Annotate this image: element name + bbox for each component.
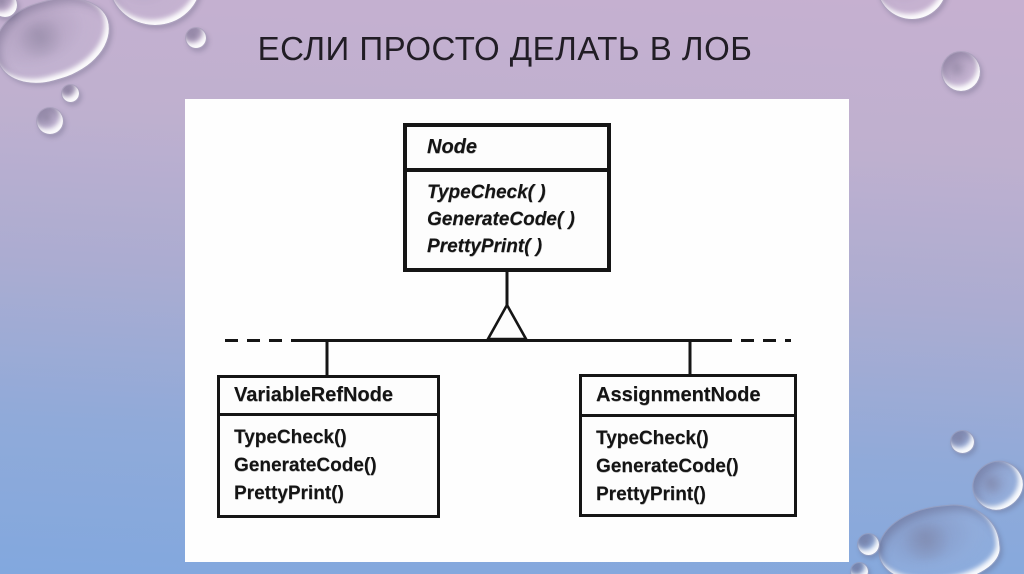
class-name: Node [407,127,607,172]
method-item: TypeCheck() [596,428,709,449]
method-item: PrettyPrint( ) [427,236,543,257]
class-name: AssignmentNode [582,377,794,417]
class-box-node: Node TypeCheck( ) GenerateCode( ) Pretty… [403,123,611,272]
method-item: TypeCheck() [234,427,347,448]
class-box-variablerefnode: VariableRefNode TypeCheck() GenerateCode… [217,375,440,518]
method-item: TypeCheck( ) [427,182,546,203]
bubble-decoration [108,0,202,26]
slide-title: ЕСЛИ ПРОСТО ДЕЛАТЬ В ЛОБ [257,30,753,67]
bubble-decoration [950,430,975,454]
inheritance-connector [225,271,791,377]
method-item: GenerateCode() [596,456,739,477]
bubble-decoration [857,533,880,556]
class-name: VariableRefNode [220,378,437,416]
method-item: PrettyPrint() [234,483,344,504]
content-panel: Node TypeCheck( ) GenerateCode( ) Pretty… [185,99,849,562]
bubble-decoration [185,27,207,49]
method-item: GenerateCode( ) [427,209,575,230]
method-item: PrettyPrint() [596,484,706,505]
class-box-assignmentnode: AssignmentNode TypeCheck() GenerateCode(… [579,374,797,517]
generalization-triangle-icon [485,302,529,341]
bubble-decoration [36,107,64,135]
bubble-decoration [876,0,948,20]
bubble-decoration [941,51,981,92]
bubble-decoration [850,562,869,574]
bubble-decoration [874,499,1004,574]
bubble-decoration [61,84,80,103]
method-item: GenerateCode() [234,455,377,476]
